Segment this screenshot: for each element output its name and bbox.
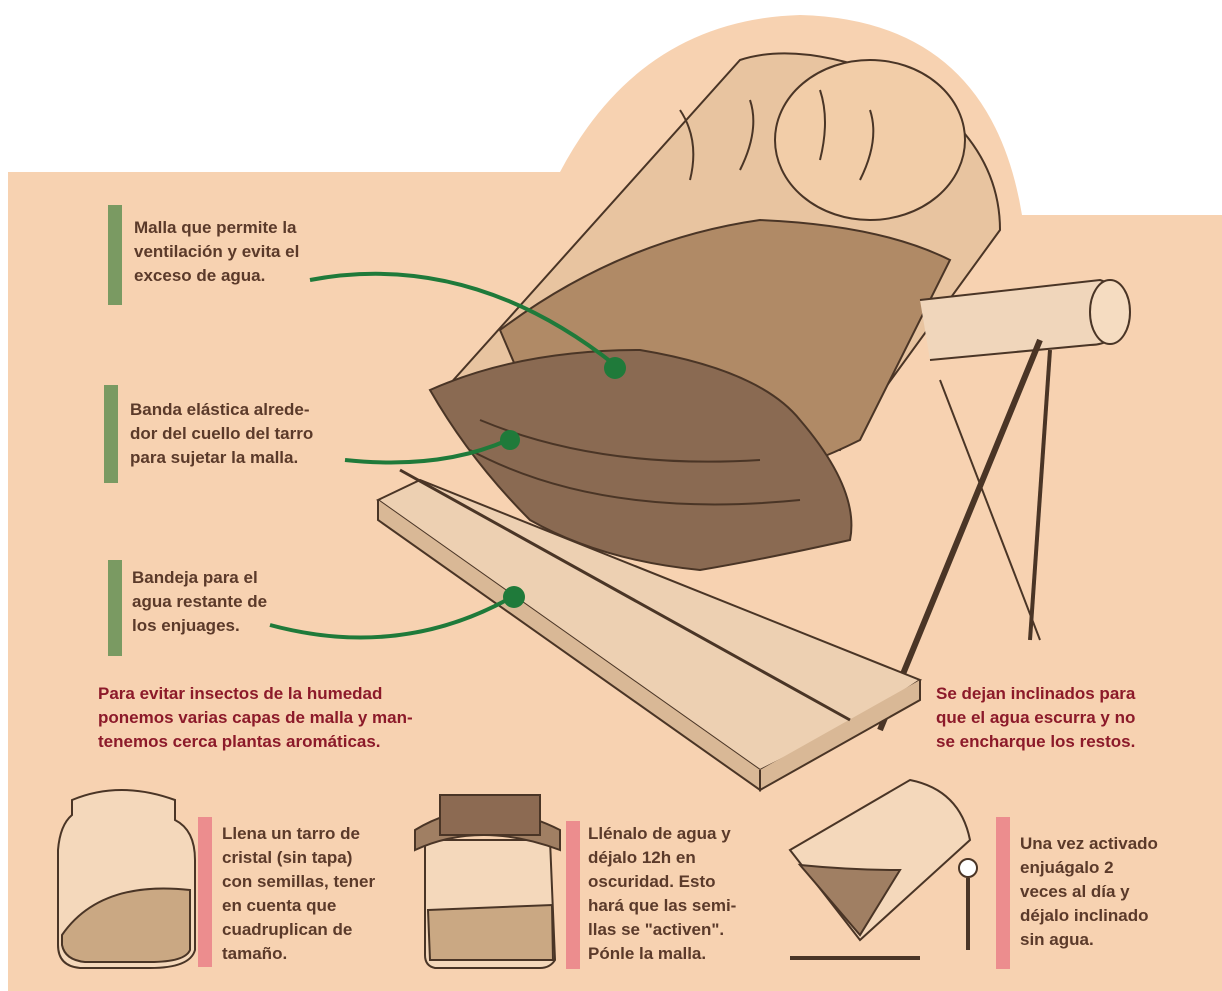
leader-dot-tray xyxy=(503,586,525,608)
callout-bar-mesh xyxy=(108,205,122,305)
step-1-text: Llena un tarro de cristal (sin tapa) con… xyxy=(222,822,375,966)
callout-bar-band xyxy=(104,385,118,483)
step-1-jar-drawing xyxy=(58,790,195,968)
jar-opening xyxy=(775,60,965,220)
step-3-text: Una vez activado enjuágalo 2 veces al dí… xyxy=(1020,832,1158,952)
note-insects: Para evitar insectos de la humedad ponem… xyxy=(98,682,413,754)
leader-dot-band xyxy=(500,430,520,450)
callout-bar-tray xyxy=(108,560,122,656)
callout-mesh: Malla que permite la ventilación y evita… xyxy=(134,216,299,288)
step-2-jar-drawing xyxy=(415,795,560,968)
step-1-bar xyxy=(198,817,212,967)
note-tilt: Se dejan inclinados para que el agua esc… xyxy=(936,682,1135,754)
step-2-text: Llénalo de agua y déjalo 12h en oscurida… xyxy=(588,822,736,966)
callout-tray: Bandeja para el agua restante de los enj… xyxy=(132,566,267,638)
callout-band: Banda elástica alrede- dor del cuello de… xyxy=(130,398,313,470)
leader-dot-mesh xyxy=(604,357,626,379)
step-2-bar xyxy=(566,821,580,969)
step-3-bar xyxy=(996,817,1010,969)
